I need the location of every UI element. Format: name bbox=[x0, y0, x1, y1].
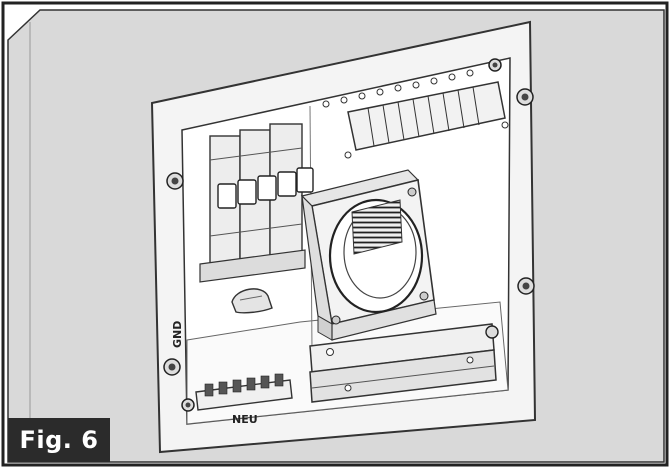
fan-screw-bottom-right bbox=[419, 291, 429, 301]
breaker-toggle-4 bbox=[277, 171, 297, 197]
bolt-top-right bbox=[516, 88, 534, 106]
neu-label: NEU bbox=[232, 413, 258, 426]
neutral-terminal-strip bbox=[195, 373, 293, 411]
bolt-mid-left bbox=[163, 358, 181, 376]
bolt-corner-top-right bbox=[488, 58, 502, 72]
bolt-top-left bbox=[166, 172, 184, 190]
figure-caption: Fig. 6 bbox=[8, 418, 110, 462]
breaker-toggle-3 bbox=[257, 175, 277, 201]
breaker-toggle-2 bbox=[237, 179, 257, 205]
bottom-rail bbox=[309, 323, 499, 403]
breaker-toggle-5 bbox=[296, 167, 314, 193]
mounting-bolts bbox=[163, 58, 535, 412]
bolt-mid-right bbox=[517, 277, 535, 295]
bolt-bottom-left bbox=[181, 398, 195, 412]
circuit-breakers bbox=[199, 123, 314, 283]
breaker-toggle-1 bbox=[217, 183, 237, 209]
gnd-label: GND bbox=[171, 321, 184, 348]
cable-clip bbox=[231, 288, 273, 314]
relay-block bbox=[322, 69, 509, 159]
fan-screw-top-right bbox=[407, 187, 417, 197]
fan-vent-grille bbox=[351, 199, 403, 255]
fan-screw-bottom-left bbox=[331, 315, 341, 325]
rail-screw bbox=[485, 325, 499, 339]
